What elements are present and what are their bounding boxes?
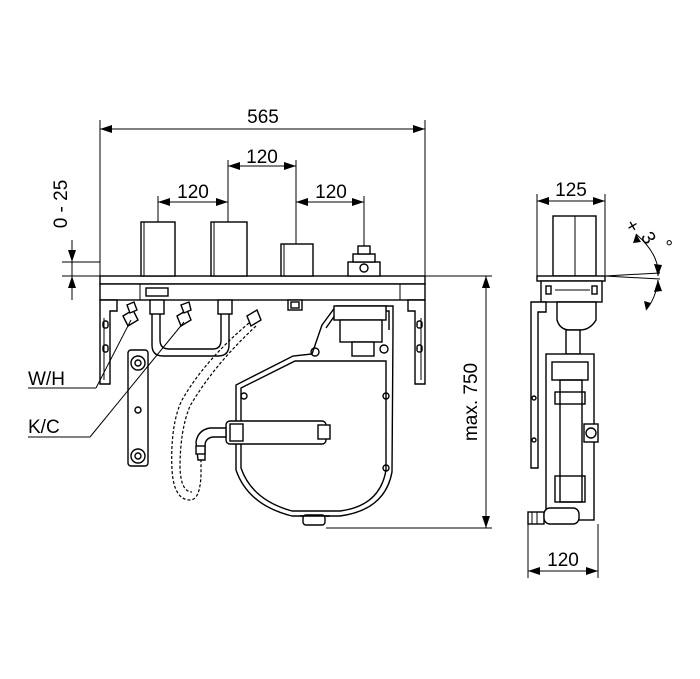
- cold-water-callout: K/C: [28, 321, 185, 438]
- side-depth-top-label: 125: [555, 180, 587, 201]
- dimension-max-height: max. 750: [326, 275, 492, 529]
- dimension-spacing-right: 120: [296, 182, 365, 246]
- overall-width-label: 565: [247, 107, 279, 128]
- dimension-side-depth-bottom: 120: [527, 524, 599, 578]
- side-view: 125 + 3 °: [527, 180, 676, 578]
- height-adjust-label: 0 - 25: [51, 180, 72, 229]
- side-depth-bottom-label: 120: [547, 550, 579, 571]
- side-fitting: [536, 215, 606, 303]
- right-bracket: [407, 299, 426, 385]
- tilt-angle: + 3 °: [604, 216, 676, 311]
- tilt-degree-label: °: [654, 237, 676, 254]
- cold-water-label: K/C: [28, 417, 60, 438]
- dimension-spacing-left: 120: [157, 182, 228, 222]
- max-height-label: max. 750: [461, 363, 482, 441]
- spacing-top-label: 120: [246, 147, 278, 168]
- hot-water-label: W/H: [28, 369, 65, 390]
- dimension-spacing-top: 120: [227, 147, 297, 244]
- hot-water-callout: W/H: [28, 319, 132, 390]
- spacing-right-label: 120: [315, 182, 347, 203]
- fittings-on-deck: [140, 221, 381, 277]
- support-rail: [127, 349, 149, 467]
- solenoid-valve: [195, 420, 331, 461]
- spacing-left-label: 120: [177, 182, 209, 203]
- flexible-hose: [171, 322, 257, 501]
- front-view: 565 120 120 120: [28, 107, 492, 529]
- motor-housing: [235, 305, 394, 526]
- dimension-height-adjust: 0 - 25: [51, 180, 100, 300]
- mixing-pipe: [151, 314, 230, 357]
- dimension-side-depth-top: 125: [536, 180, 606, 276]
- tilt-plus-label: +: [620, 216, 644, 236]
- dimension-overall-width: 565: [99, 107, 426, 276]
- side-body: [527, 301, 599, 525]
- deck-plate: [99, 275, 426, 301]
- supply-valves: [122, 299, 303, 328]
- left-bracket: [99, 299, 118, 385]
